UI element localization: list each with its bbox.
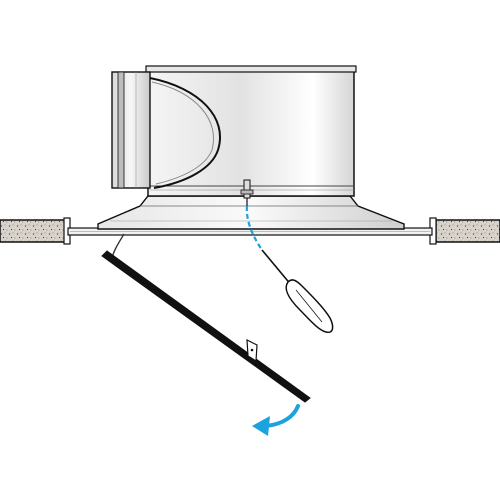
release-screw (240, 179, 254, 206)
ceiling-left (0, 217, 71, 245)
screwdriver (261, 249, 334, 334)
grille-panel (101, 250, 311, 403)
inlet-collar (111, 71, 151, 189)
diffuser-housing (145, 65, 357, 197)
ceiling-right (429, 217, 500, 245)
diffuser-cone (97, 195, 405, 230)
damper-blade (149, 77, 221, 189)
rotation-arrow (252, 404, 300, 436)
latch-clip (246, 338, 258, 363)
